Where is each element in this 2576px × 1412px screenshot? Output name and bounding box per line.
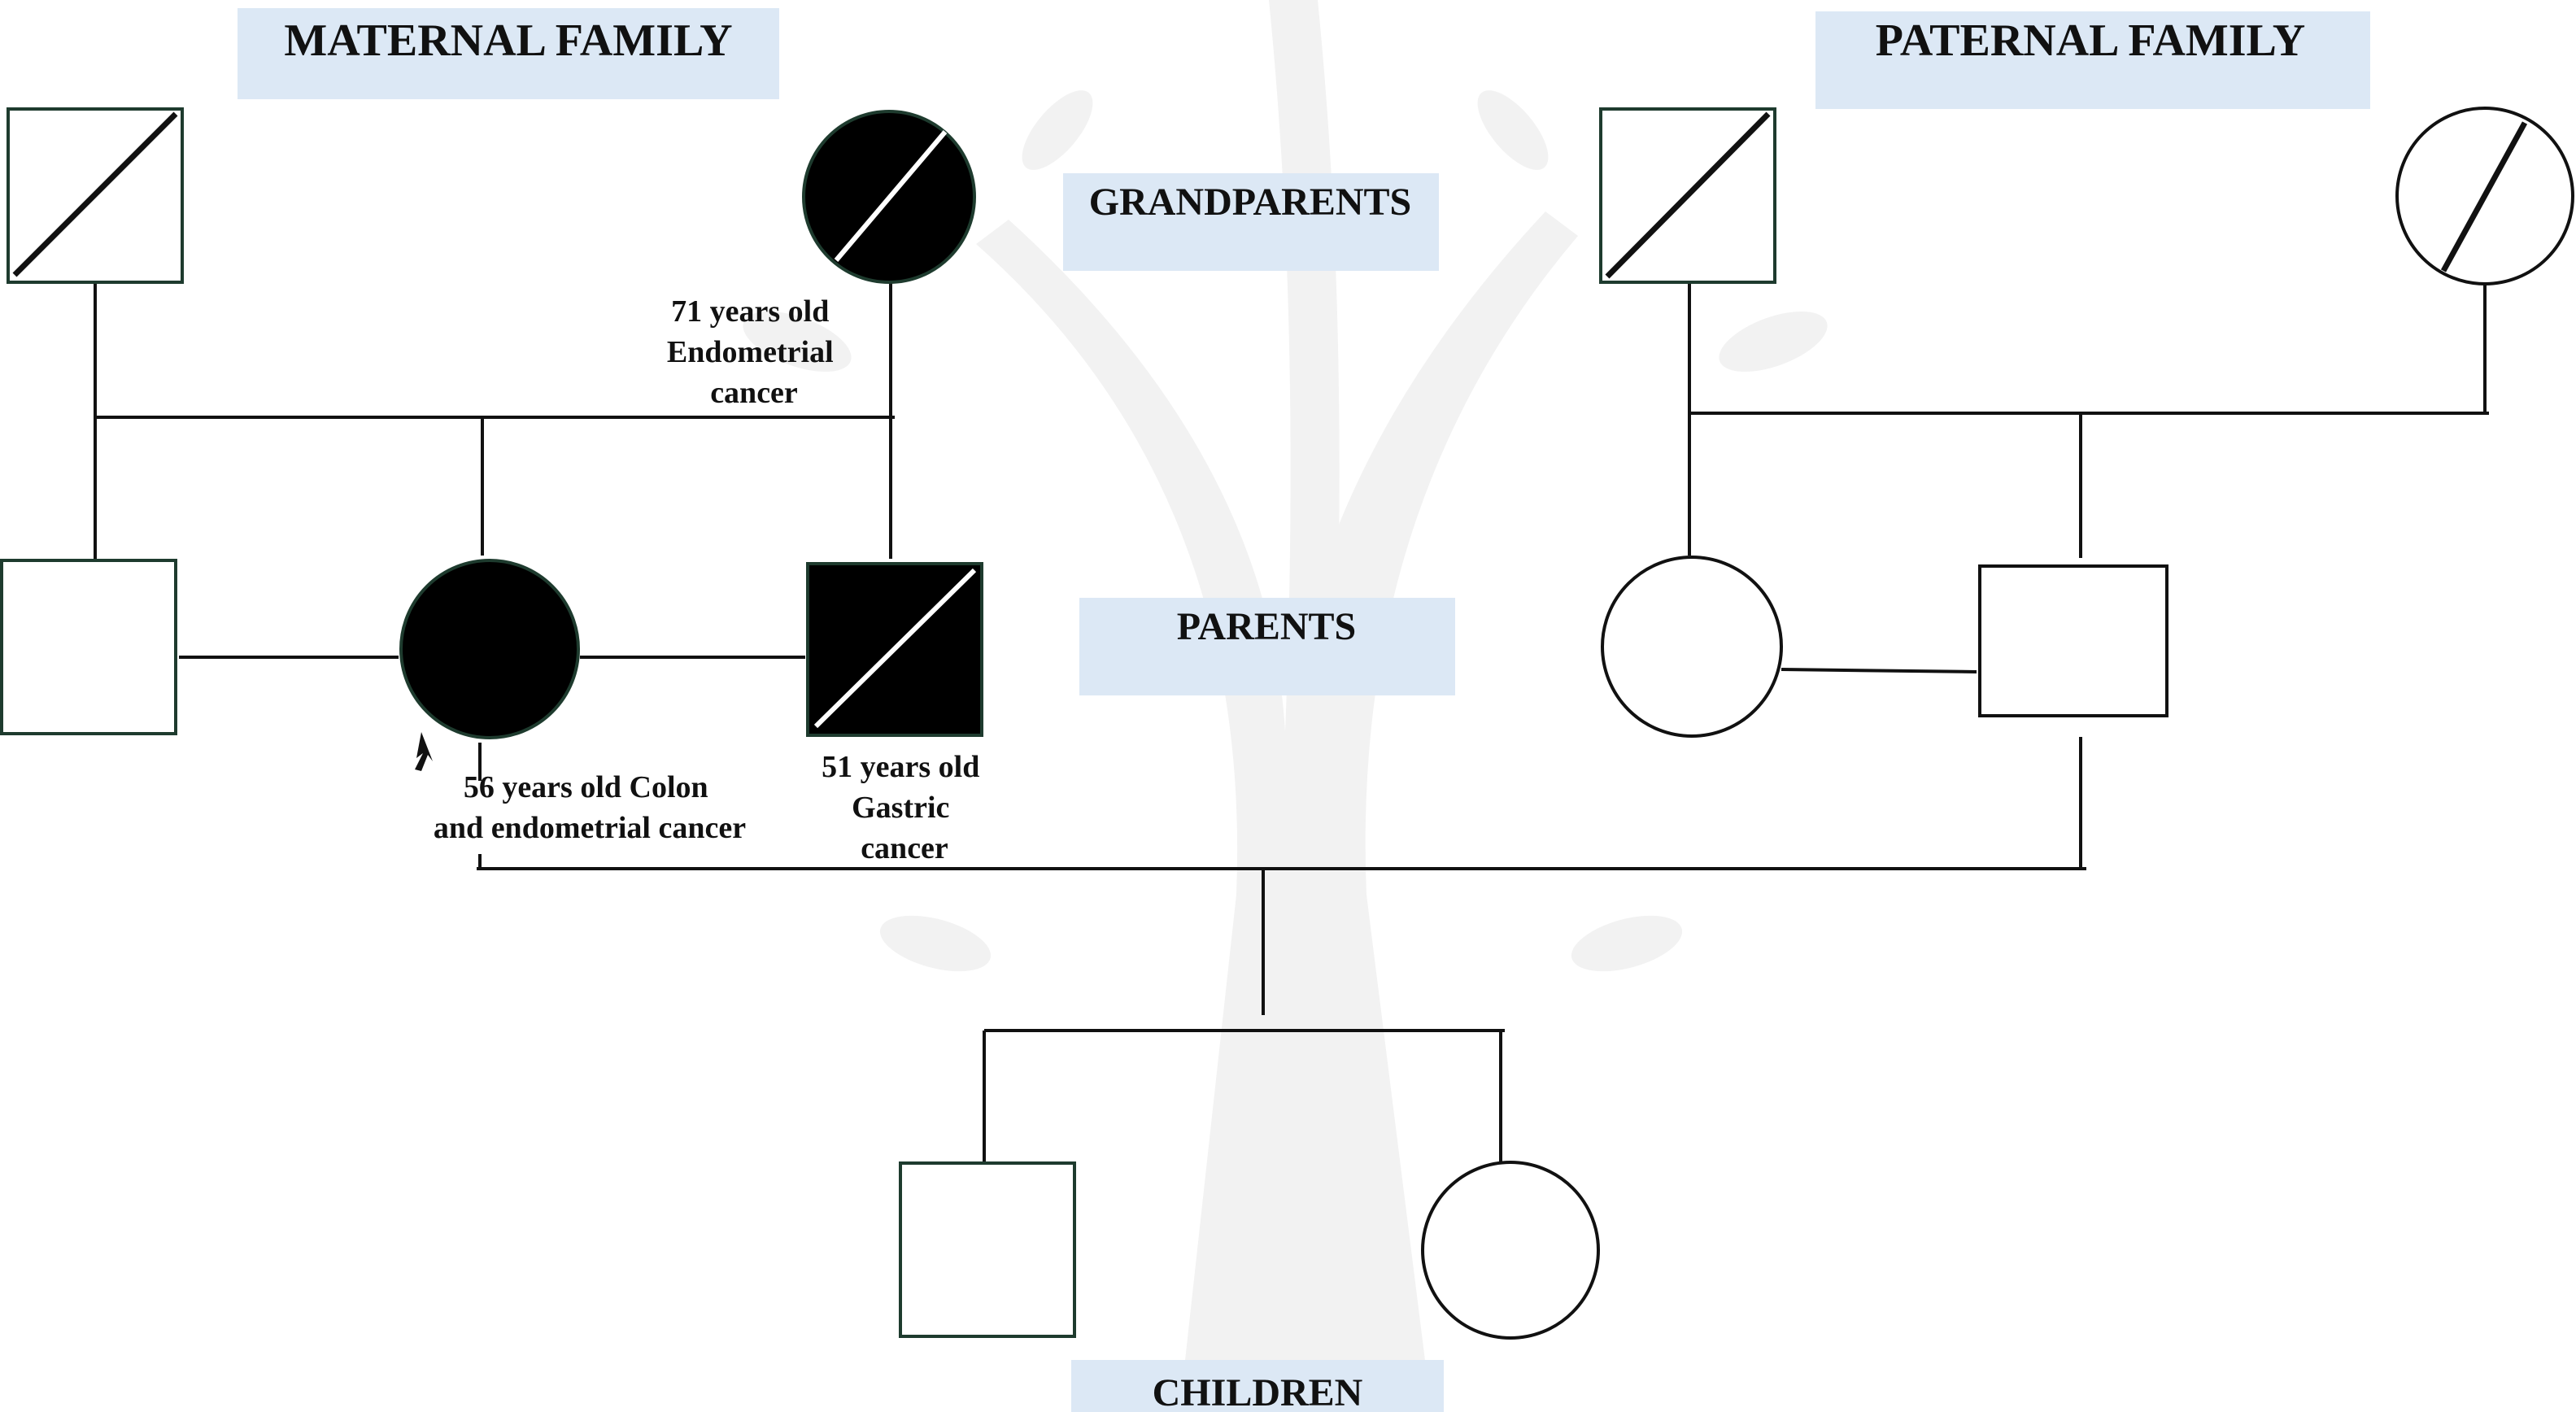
parents-label: PARENTS	[1177, 605, 1356, 648]
children-label-box	[1071, 1360, 1444, 1412]
father-in-law-symbol	[0, 559, 177, 735]
maternal-family-header: MATERNAL FAMILY	[284, 15, 732, 66]
pedigree-lines	[94, 282, 2489, 1171]
child-male-symbol	[899, 1161, 1076, 1338]
child-female-symbol	[1421, 1161, 1600, 1340]
maternal-grandmother-note: 71 years old Endometrial cancer	[667, 294, 841, 410]
paternal-parent-female-symbol	[1601, 556, 1783, 738]
maternal-grandfather-symbol	[7, 107, 184, 284]
mother-note: 56 years old Colon and endometrial cance…	[434, 770, 746, 845]
maternal-uncle-symbol	[806, 562, 983, 737]
grandparents-label: GRANDPARENTS	[1089, 181, 1411, 224]
maternal-uncle-note: 51 years old Gastric cancer	[822, 750, 987, 865]
maternal-header-box	[238, 8, 779, 99]
children-label: CHILDREN	[1153, 1371, 1363, 1412]
mother-proband-symbol	[399, 559, 580, 739]
proband-arrow	[415, 732, 433, 771]
paternal-parent-male-symbol	[1978, 564, 2168, 717]
paternal-header-box	[1815, 11, 2370, 109]
paternal-grandfather-symbol	[1599, 107, 1776, 284]
parents-label-box	[1079, 598, 1455, 695]
paternal-family-header: PATERNAL FAMILY	[1876, 15, 2305, 66]
grandparents-label-box	[1063, 173, 1439, 271]
paternal-grandmother-symbol	[2395, 107, 2574, 285]
maternal-grandmother-symbol	[802, 110, 976, 284]
